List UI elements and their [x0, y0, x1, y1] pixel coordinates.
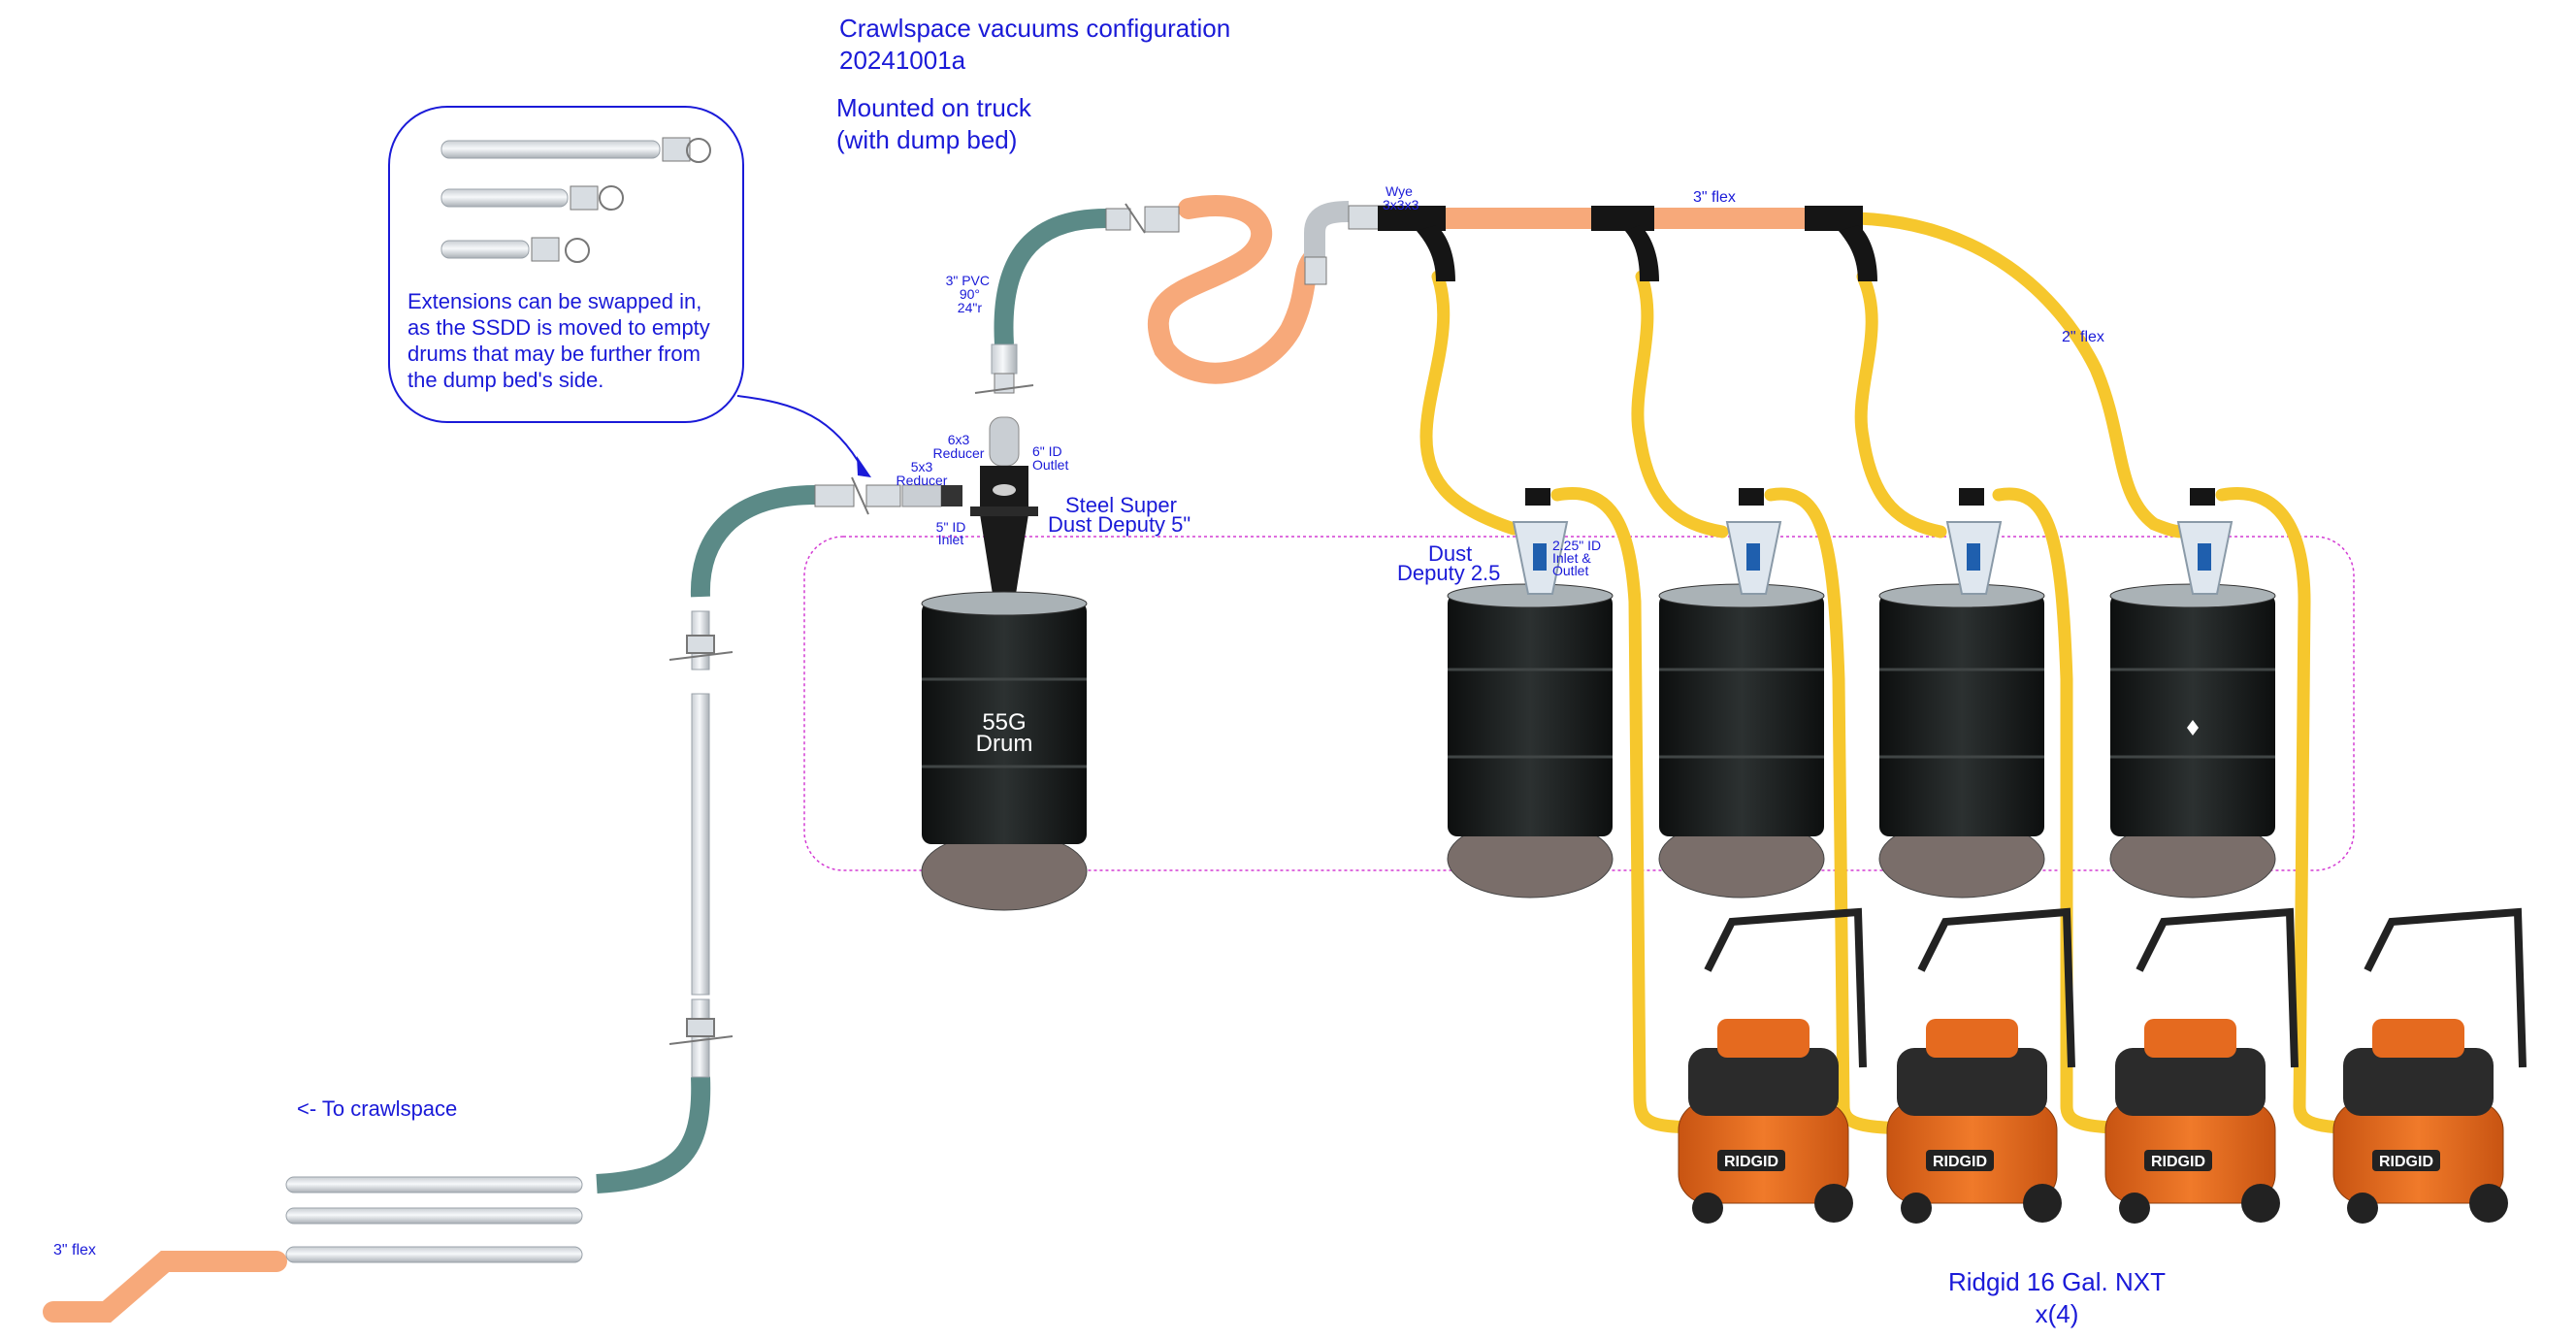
flex-3-top-label: 3" flex: [1693, 189, 1736, 206]
pvc-elbow-label-1: 3" PVC: [946, 273, 990, 288]
pvc-elbow-label-3: 24"r: [958, 300, 983, 315]
pvc-elbow-label-2: 90°: [960, 286, 980, 302]
ridgid-label-1: Ridgid 16 Gal. NXT: [1948, 1267, 2166, 1296]
drum-dd-1: [1447, 583, 1614, 899]
vac-3-brand: RIDGID: [2151, 1154, 2205, 1170]
vertical-pvc-run: [668, 610, 734, 1078]
dd25-io-label-2: Inlet &: [1552, 550, 1591, 566]
flex-2-label: 2" flex: [2062, 329, 2104, 345]
ridgid-vac-3: RIDGID: [2104, 907, 2299, 1224]
title-line-1: Crawlspace vacuums configuration: [839, 14, 1230, 43]
drum-dd-3: [1878, 583, 2045, 899]
dd25-label-2: Deputy 2.5: [1397, 561, 1500, 585]
dd25-io-label-3: Outlet: [1552, 563, 1588, 578]
ssdd-label-2: Dust Deputy 5": [1048, 512, 1190, 537]
extensions-bubble: Extensions can be swapped in, as the SSD…: [388, 106, 871, 477]
wye-label-2: 3x3x3: [1383, 197, 1419, 212]
black-wyes: [1378, 206, 2215, 506]
vac-4-brand: RIDGID: [2379, 1154, 2433, 1170]
drum-label-line-1: 55G: [982, 709, 1026, 735]
extensions-note-line-1: Extensions can be swapped in,: [408, 289, 701, 313]
vac-2-brand: RIDGID: [1933, 1154, 1987, 1170]
ssdd-label-1: Steel Super: [1065, 493, 1177, 517]
outlet-6-label-1: 6" ID: [1032, 443, 1062, 459]
drum-label-line-2: Drum: [976, 731, 1033, 757]
drum-dd-2: [1658, 583, 1825, 899]
reducer-5x3-label-1: 5x3: [911, 459, 933, 474]
bottom-pvc-extensions: [285, 1176, 583, 1263]
to-crawlspace-label: <- To crawlspace: [297, 1096, 457, 1121]
orange-flex-hoses: [43, 195, 1815, 1323]
mounted-line-2: (with dump bed): [836, 125, 1017, 154]
wye-label-1: Wye: [1386, 183, 1413, 199]
extensions-note-line-4: the dump bed's side.: [408, 368, 603, 392]
ridgid-vac-4: RIDGID: [2332, 907, 2527, 1224]
dd25-label-1: Dust: [1428, 541, 1472, 566]
outlet-6-label-2: Outlet: [1032, 457, 1068, 473]
dust-deputy-cyclones: [1512, 521, 2234, 595]
mounted-line-1: Mounted on truck: [836, 93, 1032, 122]
vac-1-brand: RIDGID: [1724, 1154, 1778, 1170]
flex-3-bottom-label: 3" flex: [53, 1242, 96, 1258]
extensions-note-line-3: drums that may be further from: [408, 342, 701, 366]
reducer-6x3-label-2: Reducer: [933, 445, 985, 461]
reducer-5x3-label-2: Reducer: [897, 473, 948, 488]
ridgid-vac-2: RIDGID: [1886, 907, 2075, 1224]
drum-ssdd: 55G Drum: [921, 591, 1088, 911]
ridgid-vac-1: RIDGID: [1678, 907, 1867, 1224]
reducer-6x3-label-1: 6x3: [948, 432, 970, 447]
steel-super-dust-deputy: [970, 466, 1038, 606]
ridgid-label-2: x(4): [2036, 1299, 2079, 1328]
green-pvc-elbows: [596, 209, 1107, 1193]
ssdd-fittings: [814, 201, 1388, 515]
title-line-2: 20241001a: [839, 46, 966, 75]
drum-dd-4: [2109, 583, 2276, 899]
extensions-note-line-2: as the SSDD is moved to empty: [408, 315, 710, 340]
yellow-flex-hoses: [1419, 212, 2394, 1135]
inlet-5-label-2: Inlet: [938, 532, 964, 547]
dd25-io-label-1: 2.25" ID: [1552, 538, 1601, 553]
inlet-5-label-1: 5" ID: [936, 519, 966, 535]
